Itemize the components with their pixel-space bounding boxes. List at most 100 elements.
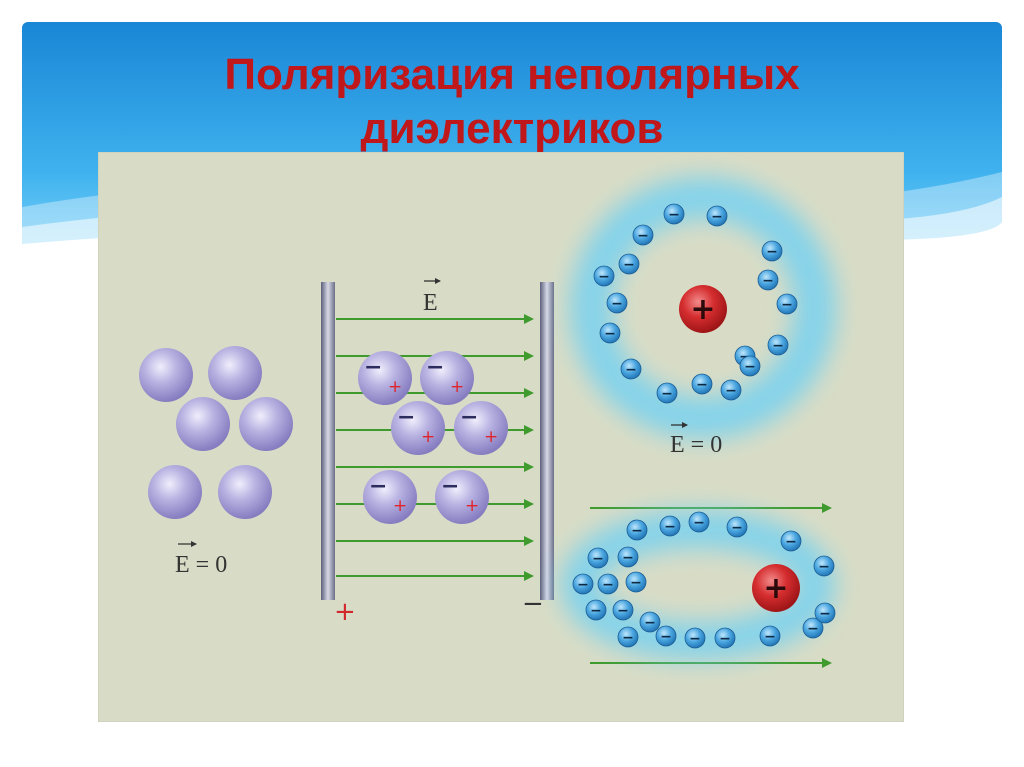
electron: − xyxy=(720,379,742,401)
svg-text:−: − xyxy=(766,244,778,260)
svg-text:−: − xyxy=(731,520,743,536)
molecule xyxy=(218,465,272,519)
svg-text:−: − xyxy=(602,577,614,593)
svg-text:−: − xyxy=(630,575,642,591)
svg-text:−: − xyxy=(623,257,635,273)
electron: − xyxy=(706,205,728,227)
svg-text:−: − xyxy=(725,383,737,399)
electron: − xyxy=(802,617,824,639)
molecule xyxy=(239,397,293,451)
svg-text:−: − xyxy=(689,631,701,647)
negative-plate-sign: − xyxy=(522,589,544,619)
svg-text:+: + xyxy=(450,377,464,397)
molecule xyxy=(176,397,230,451)
svg-text:−: − xyxy=(762,273,774,289)
title-line-2: диэлектриков xyxy=(360,104,664,153)
svg-text:−: − xyxy=(577,577,589,593)
svg-text:−: − xyxy=(598,269,610,285)
molecule xyxy=(139,348,193,402)
svg-text:+: + xyxy=(421,427,435,447)
electron: − xyxy=(776,293,798,315)
electron: − xyxy=(684,627,706,649)
svg-text:−: − xyxy=(617,603,629,619)
nucleus-shifted xyxy=(752,564,800,612)
nucleus-sign: + xyxy=(690,292,715,327)
electron: − xyxy=(625,571,647,593)
svg-text:+: + xyxy=(388,377,402,397)
electron: − xyxy=(617,626,639,648)
svg-text:−: − xyxy=(781,297,793,313)
electron: − xyxy=(632,224,654,246)
dipole-molecule: − + xyxy=(363,470,417,524)
nucleus-shifted-sign: + xyxy=(763,571,788,606)
electron: − xyxy=(655,625,677,647)
electron: − xyxy=(688,511,710,533)
electron: − xyxy=(572,573,594,595)
svg-text:−: − xyxy=(668,207,680,223)
svg-text:−: − xyxy=(644,615,656,631)
svg-text:+: + xyxy=(465,496,479,516)
dipole-molecule: − + xyxy=(420,351,474,405)
nucleus xyxy=(679,285,727,333)
svg-text:−: − xyxy=(661,386,673,402)
svg-text:+: + xyxy=(484,427,498,447)
slide-title: Поляризация неполярных диэлектриков xyxy=(100,48,924,156)
electron: − xyxy=(597,573,619,595)
svg-text:+: + xyxy=(393,496,407,516)
electron: − xyxy=(739,355,761,377)
svg-text:−: − xyxy=(744,359,756,375)
electron: − xyxy=(780,530,802,552)
dipole-molecule: − + xyxy=(454,401,508,455)
svg-text:−: − xyxy=(397,405,415,430)
svg-text:−: − xyxy=(590,603,602,619)
electron: − xyxy=(714,627,736,649)
top-right-field-label: E = 0 xyxy=(670,432,722,458)
electron: − xyxy=(767,334,789,356)
electron: − xyxy=(663,203,685,225)
svg-text:−: − xyxy=(622,550,634,566)
electron: − xyxy=(606,292,628,314)
positive-plate xyxy=(321,282,335,600)
svg-text:−: − xyxy=(660,629,672,645)
unpolarized-molecules xyxy=(139,346,293,519)
svg-text:−: − xyxy=(696,377,708,393)
molecule xyxy=(148,465,202,519)
electron: − xyxy=(813,555,835,577)
polarization-diagram: E = 0 + − E − + − + − + − xyxy=(98,152,904,722)
electron-cloud-glow xyxy=(570,177,836,439)
svg-text:−: − xyxy=(604,326,616,342)
svg-text:−: − xyxy=(426,355,444,380)
svg-text:−: − xyxy=(807,621,819,637)
polarized-molecules: − + − + − + − + − + − + xyxy=(358,351,508,524)
negative-plate xyxy=(540,282,554,600)
svg-text:−: − xyxy=(719,631,731,647)
svg-text:−: − xyxy=(819,606,831,622)
svg-text:−: − xyxy=(622,630,634,646)
electron: − xyxy=(726,516,748,538)
svg-text:−: − xyxy=(711,209,723,225)
molecule xyxy=(208,346,262,400)
svg-text:−: − xyxy=(460,405,478,430)
dipole-molecule: − + xyxy=(435,470,489,524)
title-line-1: Поляризация неполярных xyxy=(224,50,800,99)
svg-text:−: − xyxy=(764,629,776,645)
electron: − xyxy=(599,322,621,344)
svg-text:−: − xyxy=(693,515,705,531)
svg-text:−: − xyxy=(785,534,797,550)
svg-text:−: − xyxy=(364,355,382,380)
electron: − xyxy=(626,519,648,541)
svg-text:−: − xyxy=(664,519,676,535)
svg-text:−: − xyxy=(818,559,830,575)
dipole-molecule: − + xyxy=(391,401,445,455)
electron: − xyxy=(639,611,661,633)
svg-text:−: − xyxy=(625,362,637,378)
electron: − xyxy=(618,253,640,275)
electron: − xyxy=(593,265,615,287)
middle-field-label: E xyxy=(423,290,438,316)
dipole-molecule: − + xyxy=(358,351,412,405)
positive-plate-sign: + xyxy=(334,597,356,627)
electron: − xyxy=(612,599,634,621)
electron-group-unpolarized: −−−−−−−−−−−−−−−−− xyxy=(593,203,798,404)
electron: − xyxy=(656,382,678,404)
electron: − xyxy=(659,515,681,537)
